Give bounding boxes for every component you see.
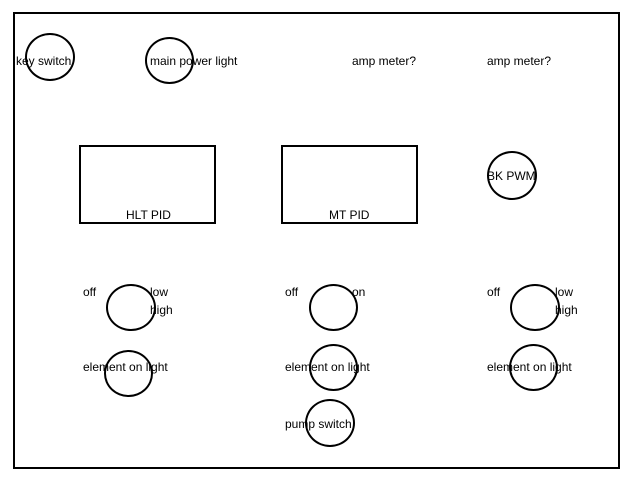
amp-meter-label-1: amp meter? — [352, 54, 417, 68]
mt-element-light-circle — [309, 344, 358, 391]
hlt-pid-label: HLT PID — [126, 208, 171, 222]
bk-switch-off-label: off — [487, 285, 501, 299]
mt-element-switch-circle — [309, 284, 358, 331]
bk-element-light-circle — [509, 344, 558, 391]
bk-pwm-label: BK PWM — [487, 169, 536, 183]
mt-element-light-label: element on light — [285, 360, 370, 374]
hlt-pid-box — [79, 145, 216, 224]
hlt-switch-off-label: off — [83, 285, 97, 299]
main-power-light-label: main power light — [150, 54, 238, 68]
hlt-element-switch-circle — [106, 284, 156, 331]
hlt-element-light-circle — [104, 350, 153, 397]
mt-pid-box — [281, 145, 418, 224]
key-switch-label: key switch — [16, 54, 72, 68]
hlt-element-light-label: element on light — [83, 360, 168, 374]
bk-pwm-circle — [487, 151, 537, 200]
bk-element-switch-circle — [510, 284, 560, 331]
pump-switch-label: pump switch — [285, 417, 352, 431]
pump-switch-circle — [305, 399, 355, 447]
mt-pid-label: MT PID — [329, 208, 370, 222]
key-switch-circle — [25, 33, 75, 81]
mt-switch-off-label: off — [285, 285, 299, 299]
amp-meter-label-2: amp meter? — [487, 54, 552, 68]
mt-switch-on-label: on — [352, 285, 366, 299]
hlt-switch-high-label: high — [150, 303, 173, 317]
hlt-switch-low-label: low — [150, 285, 169, 299]
panel-outline — [13, 12, 620, 469]
main-power-light-circle — [145, 37, 194, 84]
bk-element-light-label: element on light — [487, 360, 572, 374]
bk-switch-high-label: high — [555, 303, 578, 317]
bk-switch-low-label: low — [555, 285, 574, 299]
